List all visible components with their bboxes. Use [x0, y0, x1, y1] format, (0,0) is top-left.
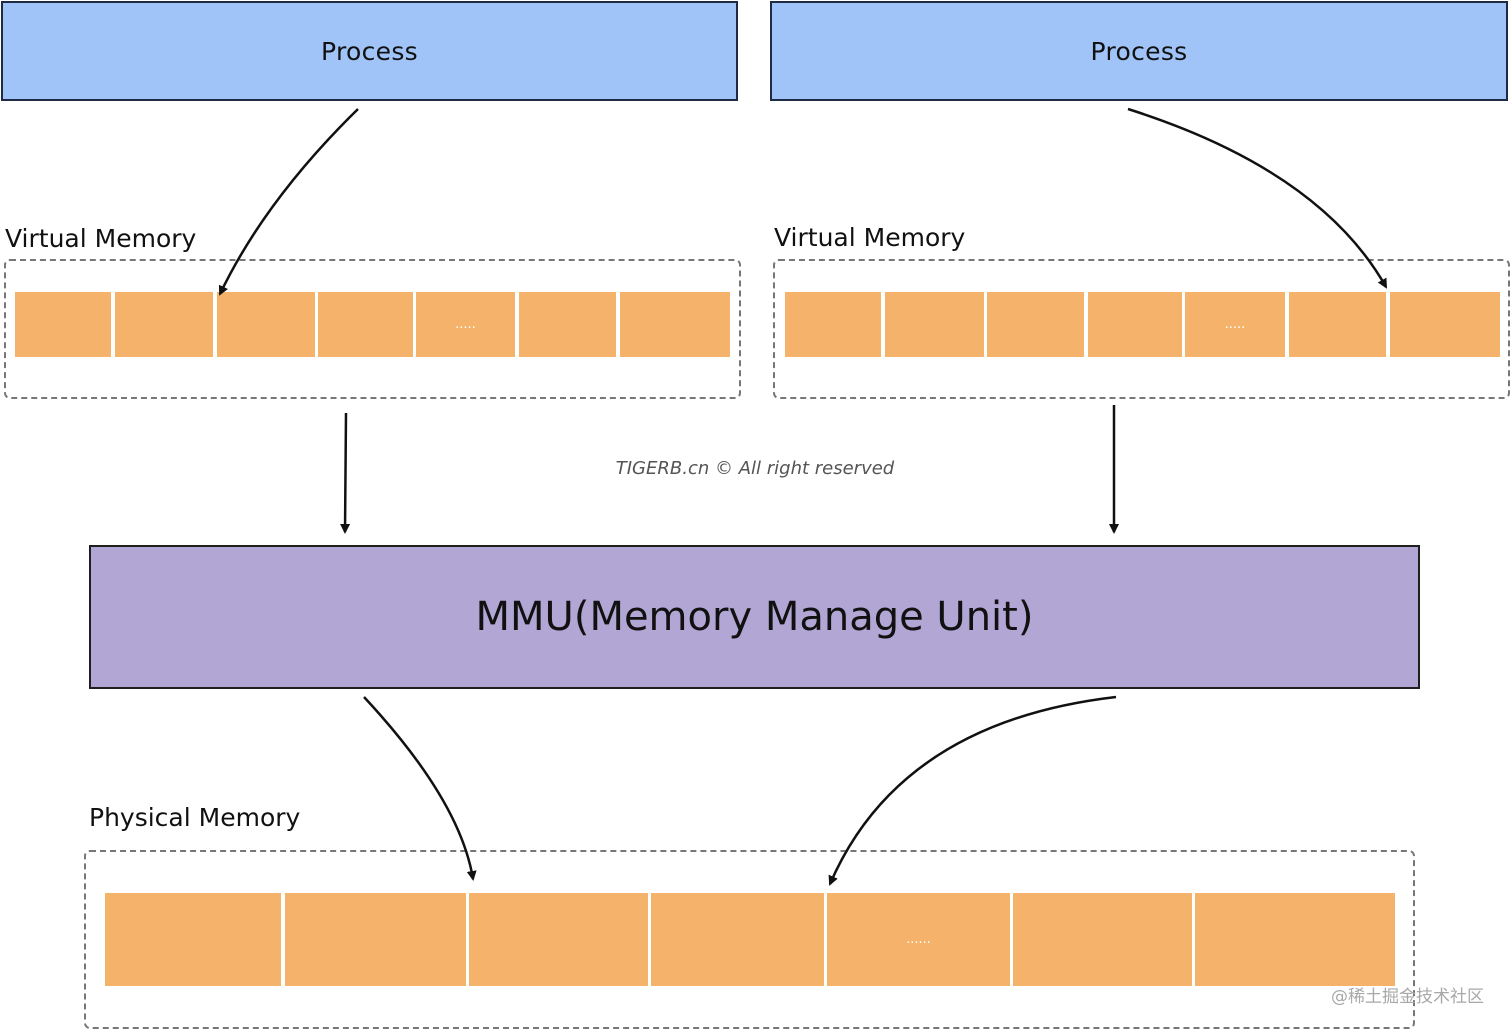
physical-memory-cell [285, 893, 466, 986]
physical-memory-container [84, 850, 1415, 1029]
arrow-process-to-virtual-right [1127, 107, 1388, 289]
virtual-memory-cell [1289, 292, 1386, 357]
process-box-right: Process [770, 1, 1508, 101]
virtual-memory-cell-ellipsis: ..... [416, 292, 515, 357]
physical-memory-cell [105, 893, 281, 986]
virtual-memory-cell [785, 292, 881, 357]
process-label: Process [321, 36, 418, 66]
physical-memory-cell-ellipsis: ...... [827, 893, 1010, 986]
virtual-memory-cell [318, 292, 413, 357]
virtual-memory-cell [1390, 292, 1500, 357]
physical-memory-cell [651, 893, 824, 986]
physical-memory-cell [469, 893, 648, 986]
virtual-memory-cell [987, 292, 1084, 357]
watermark-text: TIGERB.cn © All right reserved [615, 458, 895, 479]
process-box-left: Process [1, 1, 738, 101]
process-label: Process [1090, 36, 1188, 66]
virtual-memory-container-left [4, 259, 741, 399]
virtual-memory-cell [15, 292, 111, 357]
mmu-box: MMU(Memory Manage Unit) [89, 545, 1420, 689]
virtual-memory-cell [620, 292, 730, 357]
virtual-memory-cell [1088, 292, 1182, 357]
virtual-memory-cell [217, 292, 315, 357]
mmu-label: MMU(Memory Manage Unit) [475, 594, 1034, 640]
arrow-mmu-to-physical-left [363, 696, 477, 881]
virtual-memory-cell [519, 292, 616, 357]
corner-watermark: @稀土掘金技术社区 [1331, 987, 1484, 1007]
arrow-virtual-left-to-mmu [340, 412, 351, 534]
virtual-memory-cell [885, 292, 984, 357]
arrow-process-to-virtual-left [218, 108, 359, 296]
arrow-mmu-to-physical-right [828, 695, 1117, 886]
physical-memory-cell [1013, 893, 1192, 986]
physical-memory-label: Physical Memory [89, 803, 301, 832]
physical-memory-cell [1195, 893, 1395, 986]
virtual-memory-label-right: Virtual Memory [774, 223, 966, 252]
virtual-memory-cell-ellipsis: ..... [1185, 292, 1285, 357]
virtual-memory-container-right [773, 259, 1510, 399]
virtual-memory-label-left: Virtual Memory [5, 224, 197, 253]
virtual-memory-cell [115, 292, 213, 357]
